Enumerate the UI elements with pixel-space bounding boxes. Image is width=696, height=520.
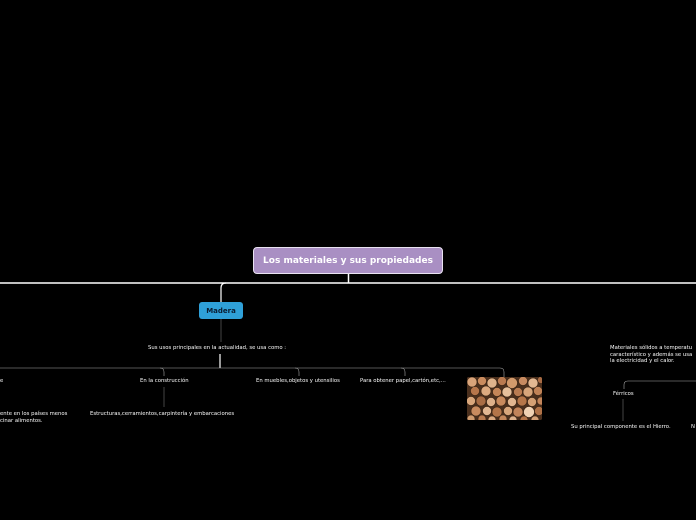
left-cut-text-1[interactable]: ente en los países menos — [0, 411, 68, 417]
madera-connector — [220, 282, 227, 302]
madera-label: Madera — [206, 306, 236, 315]
left-cut-text-2[interactable]: cinar alimentos. — [0, 417, 43, 424]
construccion-detail-node[interactable]: Estructuras,cerramientos,carpintería y e… — [90, 411, 235, 417]
left-cut-node[interactable]: e — [0, 378, 4, 384]
root-node[interactable]: Los materiales y sus propiedades — [253, 247, 443, 274]
metales-desc-line3[interactable]: la electricidad y el calor. — [610, 358, 675, 364]
ferricos-detail-node[interactable]: Su principal componente es el Hierro. — [571, 424, 671, 430]
usos-intro-node[interactable]: Sus usos principales en la actualidad, s… — [148, 345, 287, 351]
right-cut-node[interactable]: N — [691, 424, 695, 430]
metales-desc-line1[interactable]: Materiales sólidos a temperatu — [610, 345, 693, 351]
wood-logs-image[interactable] — [467, 377, 542, 420]
usos-to-construccion — [159, 367, 165, 376]
metales-desc-to-branch — [623, 380, 696, 389]
usos-to-muebles — [294, 367, 300, 376]
construccion-node[interactable]: En la construcción — [140, 378, 189, 384]
metales-desc-line2[interactable]: característico y además se usa — [610, 351, 693, 358]
usos-to-papel — [400, 367, 406, 376]
madera-node[interactable]: Madera — [199, 302, 243, 319]
root-title: Los materiales y sus propiedades — [263, 255, 433, 266]
papel-node[interactable]: Para obtener papel,cartón,etc,... — [360, 378, 446, 384]
wood-logs-drawing — [467, 377, 542, 420]
ferricos-node[interactable]: Férricos — [613, 391, 634, 397]
muebles-node[interactable]: En muebles,objetos y utensilios — [256, 378, 340, 384]
usos-to-image — [499, 367, 505, 377]
